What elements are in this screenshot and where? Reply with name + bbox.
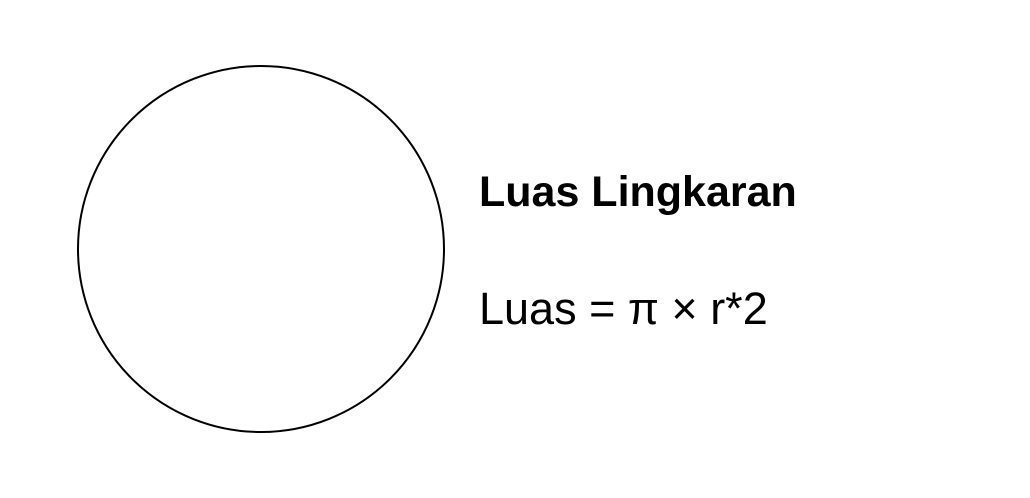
area-formula: Luas = π × r*2 <box>479 283 768 334</box>
diagram-title: Luas Lingkaran <box>479 168 797 216</box>
circle-shape <box>77 65 445 433</box>
